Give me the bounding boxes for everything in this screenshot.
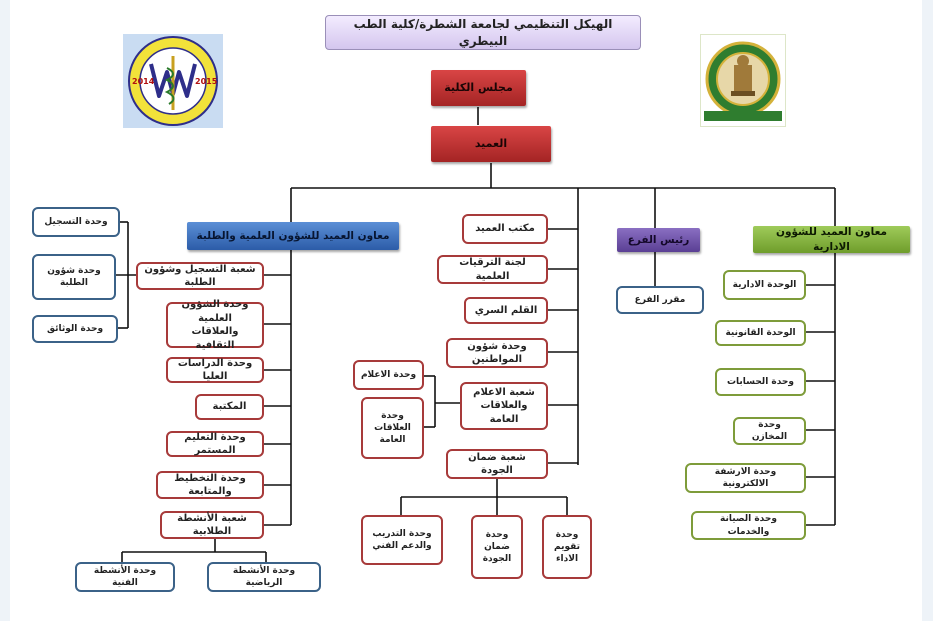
academic-unit: المكتبة [195, 394, 264, 420]
university-logo [700, 34, 786, 127]
quality-subunit: وحدة التدريب والدعم الفني [361, 515, 443, 565]
logo-year-left: 2014 [132, 77, 155, 86]
academic-unit: شعبة الأنشطة الطلابية [160, 511, 264, 539]
page-title: الهيكل التنظيمي لجامعة الشطرة/كلية الطب … [325, 15, 641, 50]
admin-unit: وحدة الحسابات [715, 368, 806, 396]
activities-subunit: وحدة الأنشطة الفنية [75, 562, 175, 592]
media-subunit: وحدة الاعلام [353, 360, 424, 390]
admin-unit: الوحدة القانونية [715, 320, 806, 346]
dean-office-unit: وحدة شؤون المواطنين [446, 338, 548, 368]
admin-unit: الوحدة الادارية [723, 270, 806, 300]
quality-subunit: وحدة ضمان الجودة [471, 515, 523, 579]
quality-subunit: وحدة تقويم الاداء [542, 515, 592, 579]
academic-unit: وحدة التعليم المستمر [166, 431, 264, 457]
branch-head-box: رئيس الفرع [617, 228, 700, 252]
al-shatrah-university-emblem-icon [704, 41, 782, 121]
media-subunit: وحدة العلاقات العامة [361, 397, 424, 459]
college-council-box: مجلس الكلية [431, 70, 526, 106]
registration-subunit: وحدة الوثائق [32, 315, 118, 343]
academic-unit: وحدة الشؤون العلمية والعلاقات الثقافية [166, 299, 264, 351]
dean-office-unit: لجنة الترقيات العلمية [437, 255, 548, 284]
college-logo: 2014 2015 [123, 34, 223, 128]
logo-year-right: 2015 [195, 77, 218, 86]
admin-unit: وحدة الصيانة والخدمات [691, 511, 806, 540]
academic-unit: شعبة التسجيل وشؤون الطلبة [136, 262, 264, 290]
dean-office-unit: شعبة ضمان الجودة [446, 449, 548, 479]
branch-rapporteur-box: مقرر الفرع [616, 286, 704, 314]
dean-office-unit: مكتب العميد [462, 214, 548, 244]
academic-unit: وحدة التخطيط والمتابعة [156, 471, 264, 499]
dean-office-unit: القلم السري [464, 297, 548, 324]
college-vet-medicine-seal-icon: 2014 2015 [128, 36, 218, 126]
registration-subunit: وحدة شؤون الطلبة [32, 254, 116, 300]
academic-affairs-deputy-box: معاون العميد للشؤون العلمية والطلبة [187, 222, 399, 250]
dean-box: العميد [431, 126, 551, 162]
admin-unit: وحدة المخازن [733, 417, 806, 445]
admin-affairs-deputy-box: معاون العميد للشؤون الادارية [753, 226, 910, 253]
admin-unit: وحدة الارشفة الالكترونية [685, 463, 806, 493]
activities-subunit: وحدة الأنشطة الرياضية [207, 562, 321, 592]
registration-subunit: وحدة التسجيل [32, 207, 120, 237]
dean-office-unit: شعبة الاعلام والعلاقات العامة [460, 382, 548, 430]
academic-unit: وحدة الدراسات العليا [166, 357, 264, 383]
